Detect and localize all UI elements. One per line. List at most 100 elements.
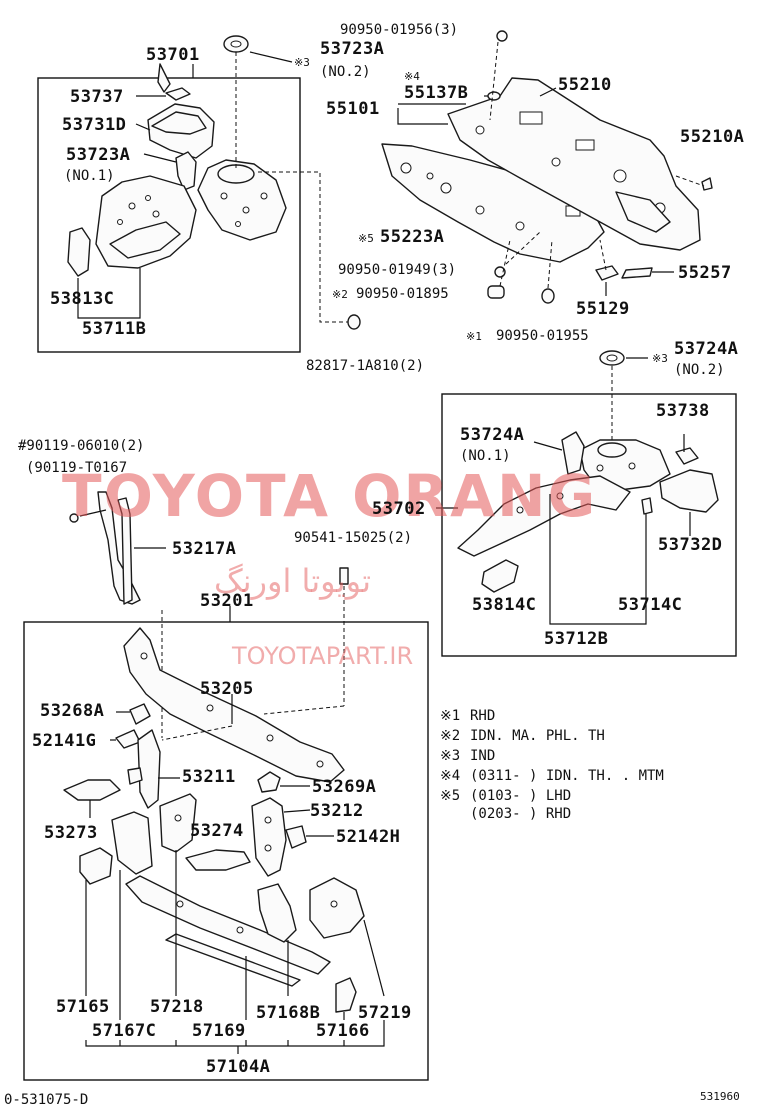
apron-member-53813C: [67, 227, 91, 277]
label-53814C: 53814C: [472, 595, 536, 615]
dash-panel-55101: [381, 143, 605, 263]
legend-mark-4: ※4: [440, 768, 460, 784]
label-55101: 55101: [326, 99, 380, 119]
clip-55210A: [701, 177, 713, 191]
label-55257: 55257: [678, 263, 732, 283]
label-55223A: 55223A: [380, 227, 444, 247]
grommet-90950-01895: [487, 285, 505, 299]
label-53723A-top-sub: (NO.2): [320, 64, 371, 80]
label-57104A: 57104A: [206, 1057, 270, 1077]
bracket-53711B: [77, 268, 141, 319]
bracket-53269A: [257, 771, 281, 793]
grommet-90950-01956: [496, 30, 508, 42]
seal-cap-53723A-no2: [223, 35, 249, 53]
bolt-90541-15025: [339, 567, 349, 585]
legend-text-5b: (0203- ) RHD: [470, 806, 571, 822]
front-apron-right: [457, 475, 631, 557]
legend-mark-3: ※3: [440, 748, 460, 764]
label-90541-15025: 90541-15025(2): [294, 530, 412, 546]
label-53201: 53201: [200, 591, 254, 611]
support-side-53212: [251, 797, 287, 877]
label-53273: 53273: [44, 823, 98, 843]
label-55210: 55210: [558, 75, 612, 95]
label-53737: 53737: [70, 87, 124, 107]
bracket-53714C: [641, 497, 653, 515]
seal-55257: [621, 267, 653, 279]
label-57219: 57219: [358, 1003, 412, 1023]
dash-90950-01955: [547, 239, 553, 289]
label-53712B: 53712B: [544, 629, 608, 649]
label-55137B: 55137B: [404, 83, 468, 103]
label-53211: 53211: [182, 767, 236, 787]
legend-text-4: (0311- ) IDN. TH. . MTM: [470, 768, 664, 784]
seal-cap-53724A-no2: [599, 350, 625, 366]
label-57167C: 57167C: [92, 1021, 156, 1041]
label-53217A: 53217A: [172, 539, 236, 559]
leader-53723A-top: [249, 51, 293, 63]
label-53723A-left: 53723A: [66, 145, 130, 165]
dash-90950-01895: [499, 239, 511, 287]
dash-55210A: [675, 175, 705, 187]
bolt-90119: [69, 513, 79, 523]
legend-mark-2: ※2: [440, 728, 460, 744]
label-90119-T0167: (90119-T0167: [26, 460, 127, 476]
dash-53205: [161, 725, 233, 741]
label-90950-01949: 90950-01949(3): [338, 262, 456, 278]
label-53724A-in: 53724A: [460, 425, 524, 445]
label-57165: 57165: [56, 997, 110, 1017]
label-90950-01895-mark: ※2: [332, 288, 348, 301]
seal-55129: [595, 265, 619, 281]
bracket-53712B: [549, 494, 647, 625]
label-52141G: 52141G: [32, 731, 96, 751]
plug-82817: [347, 314, 361, 330]
support-bracket-53723A-no1: [175, 151, 197, 191]
guide-52142H: [285, 825, 307, 849]
grommet-90950-01949: [494, 266, 506, 278]
leader-53212: [283, 809, 311, 813]
leader-55101: [397, 108, 448, 125]
dash-90541-b: [263, 705, 345, 715]
bracket-53738: [675, 447, 699, 465]
dash-82817: [258, 171, 348, 323]
label-53702: 53702: [372, 499, 426, 519]
label-53724A-in-sub: (NO.1): [460, 448, 511, 464]
dash-90950-01956: [489, 41, 499, 121]
label-55129: 55129: [576, 299, 630, 319]
label-53723A-top: 53723A: [320, 39, 384, 59]
label-53724A-top: 53724A: [674, 339, 738, 359]
label-57218: 57218: [150, 997, 204, 1017]
label-53714C: 53714C: [618, 595, 682, 615]
label-53269A: 53269A: [312, 777, 376, 797]
apron-member-53814C: [481, 559, 519, 593]
watermark-brand: TOYOTA ORANG: [62, 462, 597, 530]
label-53701: 53701: [146, 45, 200, 65]
bracket-57104A: [85, 1020, 385, 1047]
label-90950-01895: 90950-01895: [356, 286, 449, 302]
legend: ※1 RHD ※2 IDN. MA. PHL. TH ※3 IND ※4 (03…: [440, 708, 664, 822]
grommet-90950-01955: [541, 288, 555, 304]
legend-mark-5: ※5: [440, 788, 460, 804]
legend-text-2: IDN. MA. PHL. TH: [470, 728, 605, 744]
legend-text-1: RHD: [470, 708, 495, 724]
label-53274: 53274: [190, 821, 244, 841]
bracket-53273: [63, 779, 121, 801]
bracket-57166: [335, 977, 357, 1013]
guide-52141G: [115, 729, 141, 749]
radiator-support-lower: [125, 875, 331, 975]
label-53738: 53738: [656, 401, 710, 421]
label-57166: 57166: [316, 1021, 370, 1041]
support-57167C: [111, 811, 153, 875]
support-side-53211: [127, 729, 161, 809]
label-82817-1A810: 82817-1A810(2): [306, 358, 424, 374]
label-53268A: 53268A: [40, 701, 104, 721]
label-53723A-top-mark: ※3: [294, 56, 310, 69]
label-90950-01956: 90950-01956(3): [340, 22, 458, 38]
support-57168B: [257, 883, 297, 943]
watermark-persian: تویوتا اورنگ: [214, 562, 371, 600]
label-53813C: 53813C: [50, 289, 114, 309]
label-53732D: 53732D: [658, 535, 722, 555]
support-57219: [309, 877, 365, 939]
plug-55137B: [487, 91, 501, 101]
label-90950-01956-mark: ※4: [404, 70, 420, 83]
